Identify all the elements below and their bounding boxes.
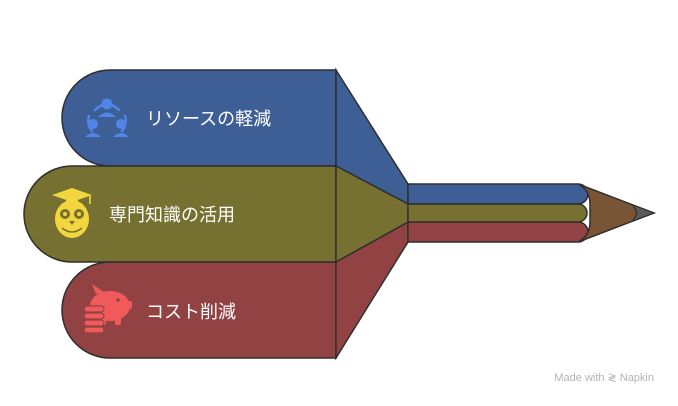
- segment-1-label: リソースの軽減: [146, 109, 271, 130]
- piggy-bank-coins-icon: [83, 284, 132, 334]
- pencil-lead: [631, 203, 656, 223]
- napkin-logo-icon: ≷: [607, 372, 617, 384]
- segment-3-stripe: [407, 221, 589, 243]
- segment-3-label: コスト削減: [146, 302, 236, 323]
- segment-expertise-utilization: 専門知識の活用: [23, 164, 588, 264]
- footer-brand: Napkin: [619, 371, 654, 384]
- pencil-wood: [577, 183, 657, 243]
- segment-1-stripe: [407, 183, 589, 205]
- pencil-tip: [577, 183, 657, 243]
- segment-2-band: [23, 165, 337, 263]
- segment-2-stripe: [407, 203, 588, 223]
- footer-text: Made with: [554, 371, 605, 384]
- segment-resource-reduction: リソースの軽減: [61, 67, 589, 206]
- segment-cost-reduction: コスト削減: [61, 220, 589, 361]
- segment-3-band: [61, 261, 337, 359]
- made-with-footer: Made with ≷ Napkin: [554, 371, 654, 385]
- owl-graduate-icon: [52, 188, 92, 238]
- people-network-icon: [85, 98, 129, 137]
- segment-2-label: 専門知識の活用: [109, 205, 235, 226]
